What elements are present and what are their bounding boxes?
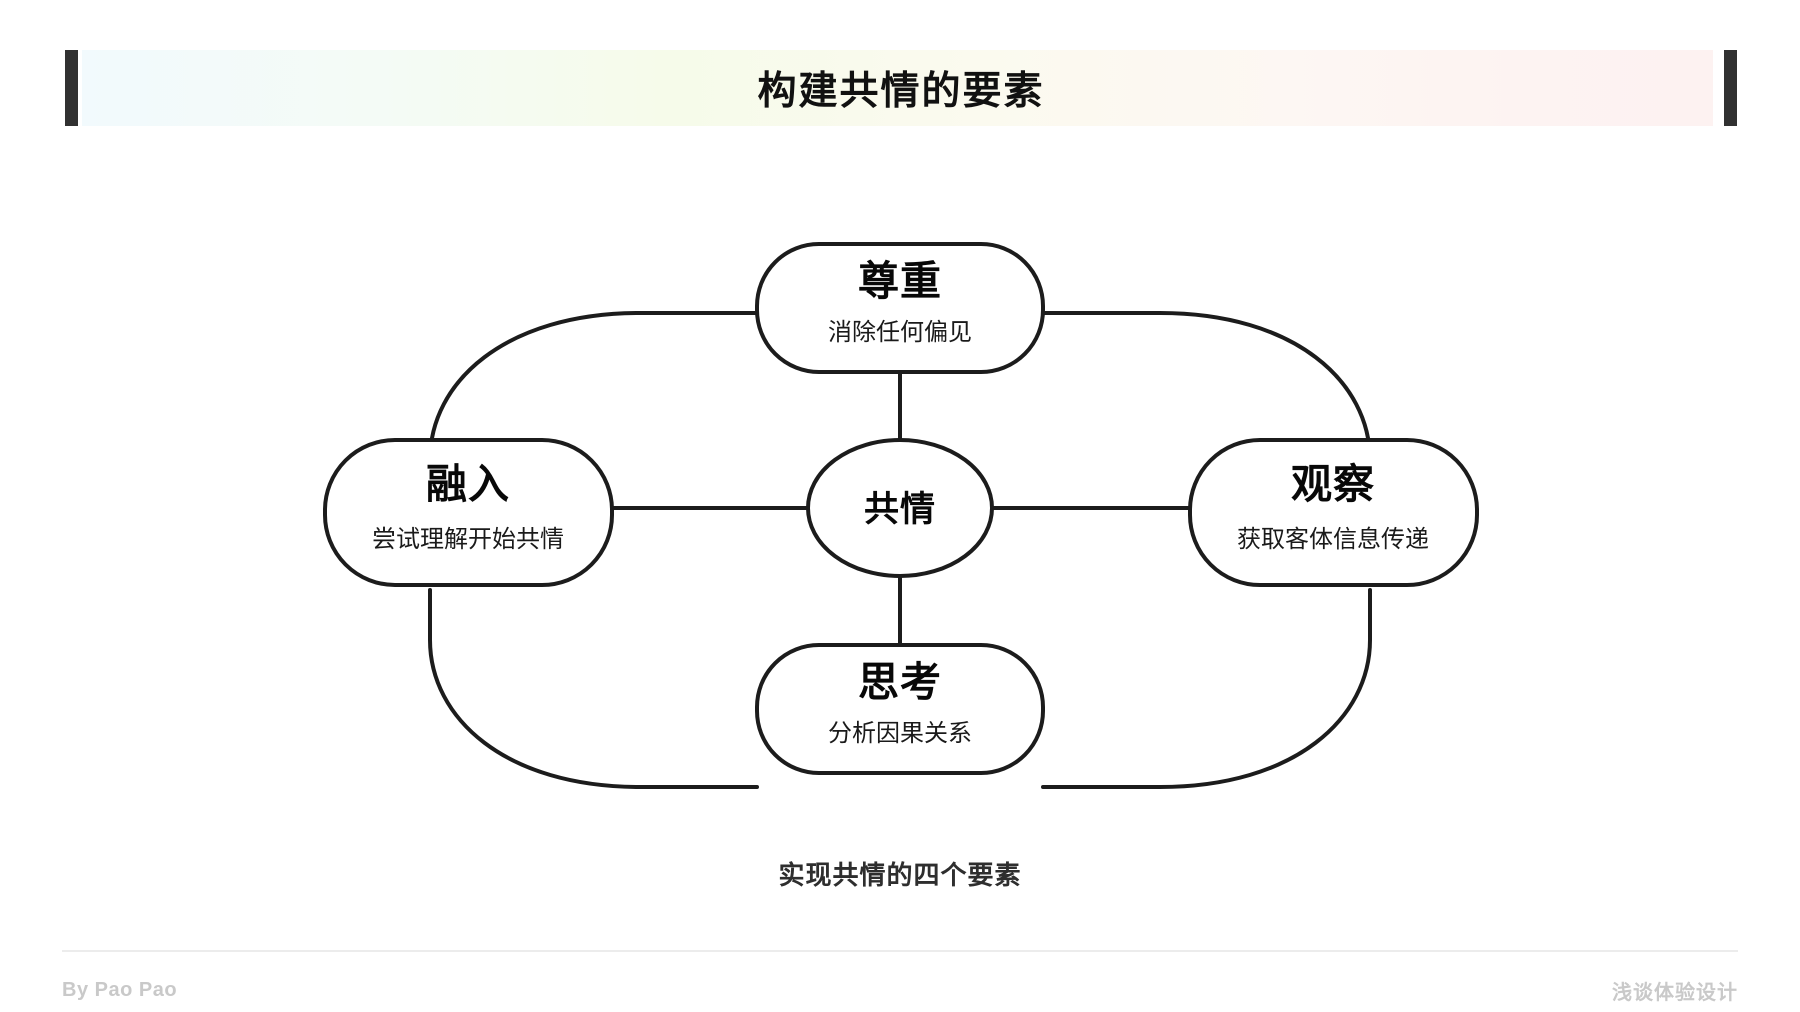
ring-arc-observe-think [1041,588,1372,789]
node-observe-subtitle: 获取客体信息传递 [1237,526,1429,553]
node-observe[interactable]: 观察 获取客体信息传递 [1188,438,1479,587]
node-think[interactable]: 思考 分析因果关系 [755,643,1045,775]
ring-arc-group [428,311,1372,789]
empathy-diagram-svg: 尊重 消除任何偏见 思考 分析因果关系 融入 尝试理解开始共情 观察 获取客体信… [323,242,1479,789]
node-respect-shape[interactable] [755,242,1045,374]
node-observe-title: 观察 [1291,461,1375,507]
node-respect-subtitle: 消除任何偏见 [828,319,972,346]
node-immerse-shape[interactable] [323,438,614,587]
footer-series-name: 浅谈体验设计 [1612,981,1738,1004]
diagram-caption: 实现共情的四个要素 [778,860,1022,890]
title-gradient-fill [82,50,1713,126]
title-banner: 构建共情的要素 [65,50,1737,126]
node-think-subtitle: 分析因果关系 [828,720,972,747]
title-accent-bar-right [1724,50,1737,126]
footer-author: By Pao Pao [62,978,178,1001]
node-empathy-center[interactable]: 共情 [806,438,994,578]
diagram-container: 尊重 消除任何偏见 思考 分析因果关系 融入 尝试理解开始共情 观察 获取客体信… [0,150,1800,850]
node-empathy-title: 共情 [864,490,936,529]
footer-divider [62,950,1738,952]
ring-arc-immerse-think [428,588,759,789]
spoke-group [610,370,1192,647]
node-immerse-subtitle: 尝试理解开始共情 [372,526,564,553]
node-immerse-title: 融入 [426,461,510,507]
page-title: 构建共情的要素 [757,70,1045,113]
node-respect[interactable]: 尊重 消除任何偏见 [755,242,1045,374]
footer: By Pao Pao 浅谈体验设计 [62,975,1738,1005]
node-respect-title: 尊重 [858,258,942,304]
node-think-shape[interactable] [755,643,1045,775]
node-immerse[interactable]: 融入 尝试理解开始共情 [323,438,614,587]
node-empathy-shape[interactable] [806,438,994,578]
node-think-title: 思考 [858,659,942,705]
node-observe-shape[interactable] [1188,438,1479,587]
title-accent-bar-left [65,50,78,126]
